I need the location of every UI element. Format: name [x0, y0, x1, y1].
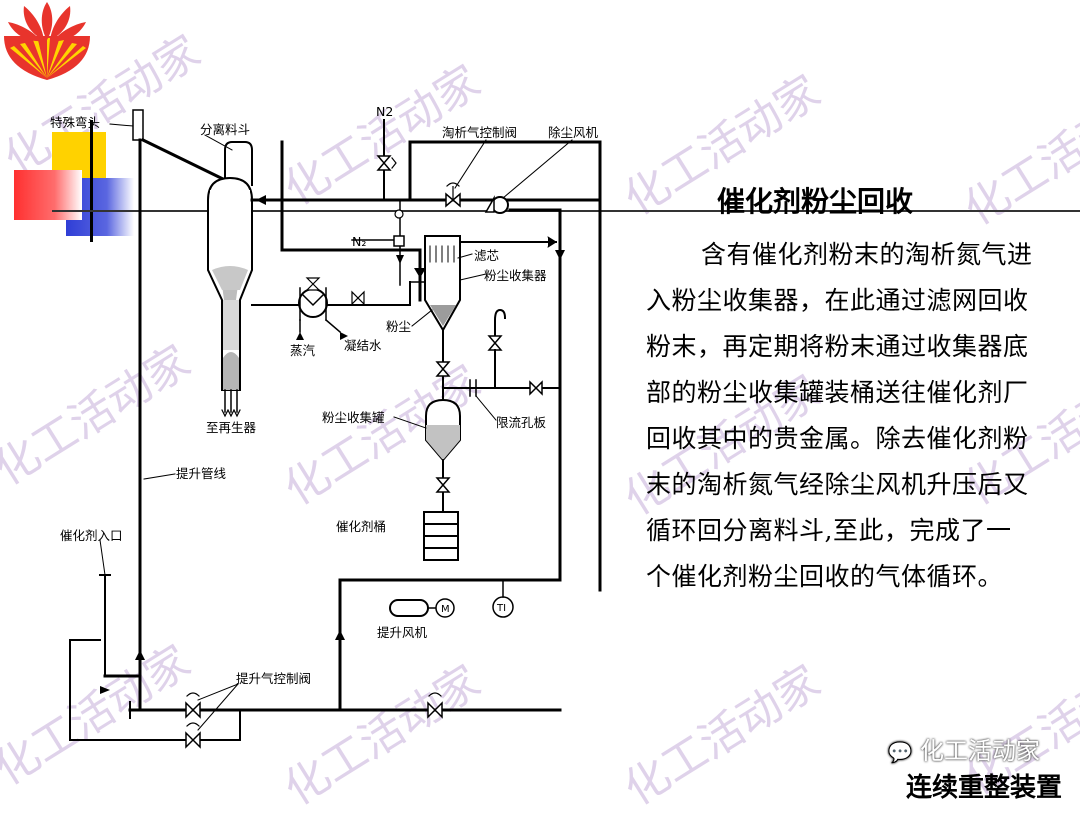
- label-to-regenerator: 至再生器: [206, 420, 257, 435]
- divider-vertical: [90, 120, 93, 242]
- label-dust-collector: 粉尘收集器: [484, 268, 547, 283]
- label-lift-gas-valve: 提升气控制阀: [236, 671, 311, 686]
- slide-footer: 连续重整装置: [905, 773, 1062, 803]
- label-motor: M: [441, 604, 450, 615]
- label-special-head: 特殊弯头: [50, 115, 100, 130]
- label-ti: TI: [496, 603, 506, 614]
- label-catalyst-inlet: 催化剂入口: [60, 528, 123, 543]
- slide-body: 含有催化剂粉末的淘析氮气进入粉尘收集器，在此通过滤网回收粉末，再定期将粉末通过收…: [646, 240, 1033, 591]
- wechat-account: 化工活动家: [920, 737, 1040, 765]
- label-catalyst-drum: 催化剂桶: [336, 519, 386, 534]
- decorative-squares: [0, 0, 150, 250]
- heat-exchanger: [298, 288, 328, 318]
- process-flow-diagram: 特殊弯头 分离料斗 N2 淘析气控制阀 除尘风机 N₂ 滤芯 粉尘收集器 粉尘 …: [50, 104, 602, 749]
- label-n2-side: N₂: [352, 234, 366, 249]
- wechat-icon: 💬: [887, 740, 913, 764]
- label-n2-top: N2: [376, 104, 393, 119]
- watermark-text: 化工活动家: [615, 655, 830, 816]
- motor: [435, 598, 455, 618]
- label-lift-fan: 提升风机: [377, 625, 428, 640]
- label-orifice: 限流孔板: [496, 415, 547, 430]
- divider-horizontal: [52, 210, 1080, 212]
- label-lift-line: 提升管线: [176, 466, 227, 481]
- label-dust: 粉尘: [386, 319, 411, 334]
- label-separator-hopper: 分离料斗: [200, 122, 250, 137]
- label-elutriation-valve: 淘析气控制阀: [442, 125, 517, 140]
- lift-fan: [389, 599, 429, 617]
- lift-gas-valve: [185, 701, 201, 719]
- label-condensate: 凝结水: [344, 338, 382, 353]
- company-logo: [4, 2, 90, 80]
- wechat-watermark: 💬 化工活动家: [887, 731, 1040, 766]
- label-dust-fan: 除尘风机: [548, 125, 599, 140]
- label-filter-core: 滤芯: [474, 248, 499, 263]
- special-head: [132, 109, 144, 141]
- slide-title: 催化剂粉尘回收: [716, 185, 913, 218]
- label-dust-tank: 粉尘收集罐: [322, 410, 385, 425]
- label-steam: 蒸汽: [290, 343, 316, 358]
